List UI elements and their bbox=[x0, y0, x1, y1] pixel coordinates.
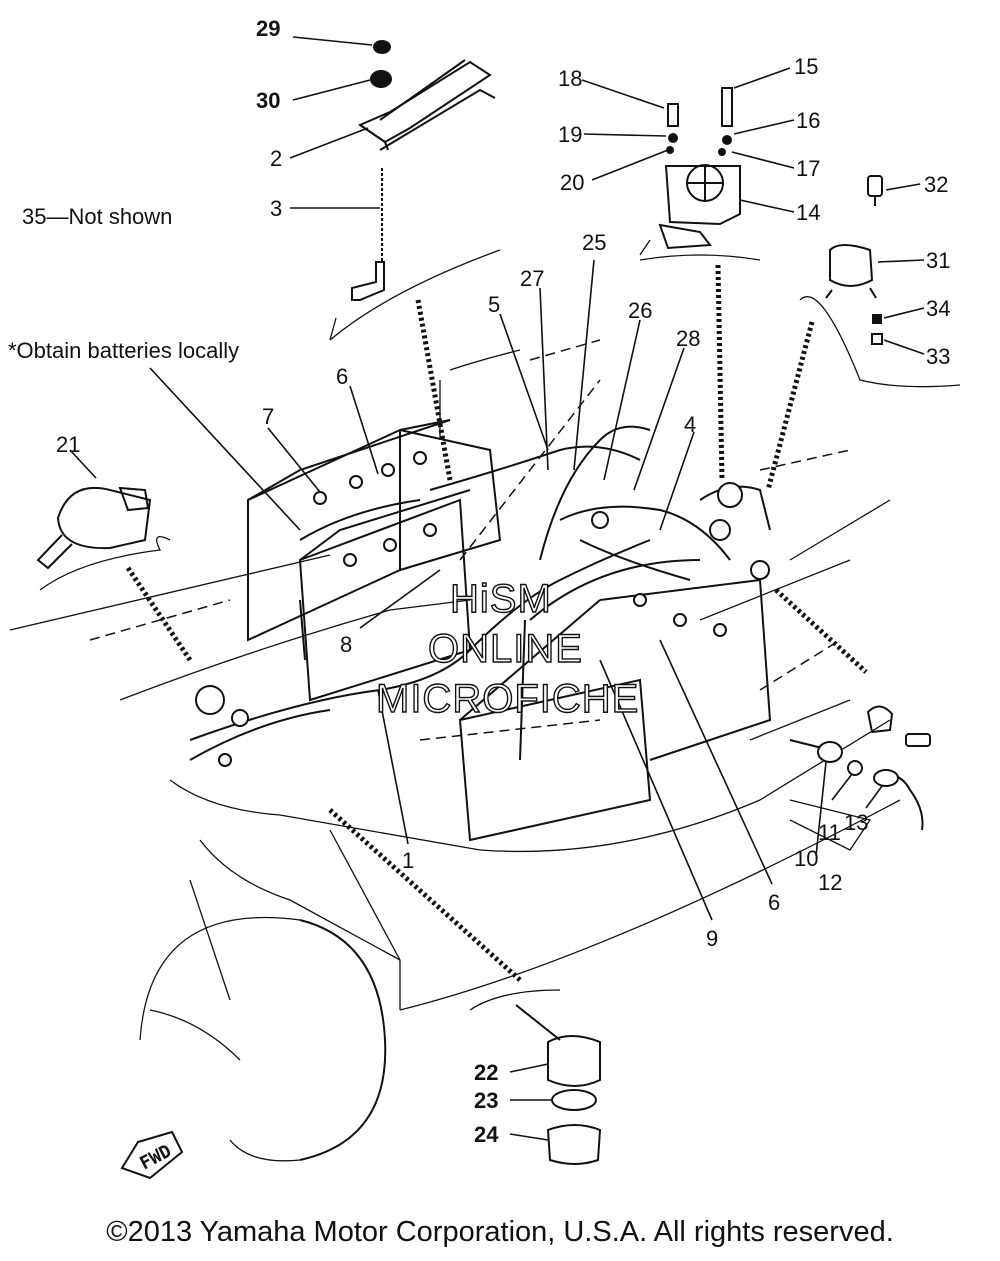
callout-31: 31 bbox=[926, 248, 950, 273]
callout-29: 29 bbox=[256, 16, 280, 41]
callout-2: 2 bbox=[270, 146, 282, 171]
callout-23: 23 bbox=[474, 1088, 498, 1113]
callout-10: 10 bbox=[794, 846, 818, 871]
callout-28: 28 bbox=[676, 326, 700, 351]
callout-numbers: 29 30 2 3 18 19 20 15 16 17 14 32 31 34 … bbox=[56, 16, 950, 1147]
callout-12: 12 bbox=[818, 870, 842, 895]
callout-16: 16 bbox=[796, 108, 820, 133]
callout-26: 26 bbox=[628, 298, 652, 323]
watermark: HiSM ONLINE MICROFICHE bbox=[375, 576, 639, 721]
callout-30: 30 bbox=[256, 88, 280, 113]
horn-assembly bbox=[36, 486, 171, 591]
note-batteries: *Obtain batteries locally bbox=[8, 338, 239, 363]
callout-24: 24 bbox=[474, 1122, 499, 1147]
callout-5: 5 bbox=[488, 292, 500, 317]
callout-17: 17 bbox=[796, 156, 820, 181]
assembly-leaders bbox=[125, 264, 868, 982]
callout-20: 20 bbox=[560, 170, 584, 195]
chassis-outline bbox=[9, 339, 901, 1011]
callout-7: 7 bbox=[262, 404, 274, 429]
copyright-notice: ©2013 Yamaha Motor Corporation, U.S.A. A… bbox=[106, 1216, 894, 1248]
callout-6-top: 6 bbox=[336, 364, 348, 389]
wire-harness bbox=[189, 425, 771, 767]
note-not-shown: 35—Not shown bbox=[22, 204, 172, 229]
hold-down-bracket-assembly bbox=[329, 40, 501, 341]
battery-pack bbox=[247, 419, 772, 842]
watermark-line-2: ONLINE bbox=[428, 627, 583, 671]
callout-leaders bbox=[69, 36, 925, 1141]
watermark-line-1: HiSM bbox=[450, 577, 552, 621]
front-wheel bbox=[139, 879, 387, 1162]
callout-32: 32 bbox=[924, 172, 948, 197]
callout-3: 3 bbox=[270, 196, 282, 221]
key-switch-assembly bbox=[789, 705, 931, 851]
callout-1: 1 bbox=[402, 848, 414, 873]
callout-8: 8 bbox=[340, 632, 352, 657]
callout-33: 33 bbox=[926, 344, 950, 369]
callout-34: 34 bbox=[926, 296, 950, 321]
callout-15: 15 bbox=[794, 54, 818, 79]
callout-11: 11 bbox=[818, 820, 841, 845]
callout-22: 22 bbox=[474, 1060, 498, 1085]
callout-25: 25 bbox=[582, 230, 606, 255]
callout-4: 4 bbox=[684, 412, 696, 437]
callout-6-bottom: 6 bbox=[768, 890, 780, 915]
callout-18: 18 bbox=[558, 66, 582, 91]
callout-14: 14 bbox=[796, 200, 820, 225]
fwd-label: FWD bbox=[136, 1141, 175, 1175]
callout-27: 27 bbox=[520, 266, 544, 291]
callout-13: 13 bbox=[844, 810, 868, 835]
callout-9: 9 bbox=[706, 926, 718, 951]
callout-19: 19 bbox=[558, 122, 582, 147]
callout-21: 21 bbox=[56, 432, 80, 457]
watermark-line-3: MICROFICHE bbox=[376, 677, 639, 721]
relay-assembly bbox=[799, 175, 961, 388]
solenoid-assembly bbox=[639, 87, 761, 261]
forward-direction-arrow: FWD bbox=[120, 1130, 184, 1180]
